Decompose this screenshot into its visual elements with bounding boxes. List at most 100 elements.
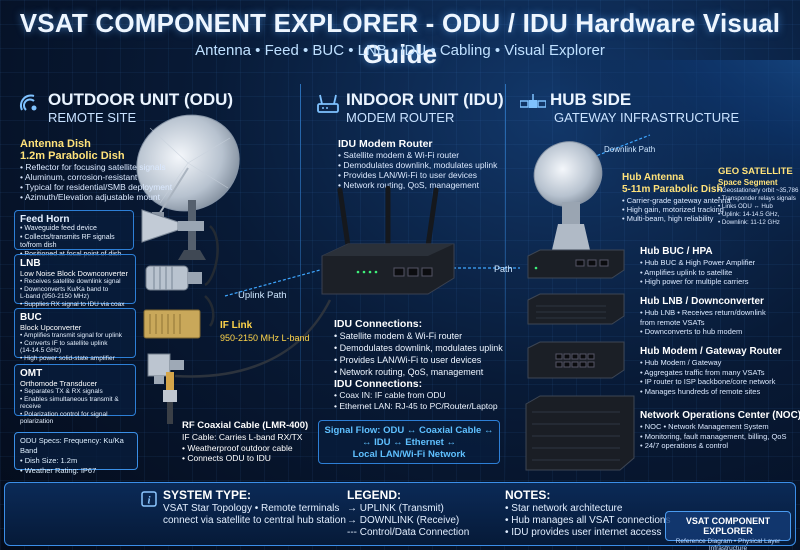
flow-line: Local LAN/Wi-Fi Network bbox=[352, 449, 466, 460]
legend-line: --- Control/Data Connection bbox=[347, 527, 470, 538]
odu-section-header: OUTDOOR UNIT (ODU) REMOTE SITE bbox=[18, 90, 233, 130]
conn-bullet: • Network routing, QoS, management bbox=[334, 367, 484, 377]
feed-title: Feed Horn bbox=[20, 214, 70, 225]
noc-title: Network Operations Center (NOC) bbox=[640, 410, 800, 421]
router-bullet: • Demodulates downlink, modulates uplink bbox=[338, 160, 498, 170]
hub-buc-bullet: • Amplifies uplink to satellite bbox=[640, 267, 733, 277]
omt-subtitle: Orthomode Transducer bbox=[20, 379, 98, 388]
dish-bullet: • Aluminum, corrosion-resistant bbox=[20, 172, 138, 182]
conn2-bullet: • Ethernet LAN: RJ-45 to PC/Router/Lapto… bbox=[334, 401, 498, 411]
hub-antenna-image bbox=[533, 141, 603, 250]
hub-buc-image bbox=[527, 249, 625, 279]
hub-lnb-title: Hub LNB / Downconverter bbox=[640, 296, 764, 307]
hub-buc-bullet: • High power for multiple carriers bbox=[640, 277, 749, 286]
buc-bullet: • Amplifies transmit signal for uplink bbox=[20, 332, 122, 339]
omt-title: OMT bbox=[20, 368, 43, 379]
coax-line: • Weatherproof outdoor cable bbox=[182, 442, 293, 453]
hub-lnb-image bbox=[527, 293, 625, 325]
spec-line: ODU Specs: Frequency: Ku/Ka Band bbox=[20, 436, 124, 455]
router-bullet: • Network routing, QoS, management bbox=[338, 180, 479, 190]
idu-connections-2-label: IDU Connections: • Coax IN: IF cable fro… bbox=[334, 378, 498, 412]
geo-bullet: • Downlink: 11-12 GHz bbox=[718, 219, 780, 226]
info-icon: i bbox=[141, 491, 157, 507]
hub-modem-bullet: • Manages hundreds of remote sites bbox=[640, 386, 761, 396]
geo-bullet: • Geostationary orbit ~35,786 km bbox=[718, 187, 800, 194]
hub-title: HUB SIDE bbox=[550, 90, 632, 109]
lnb-bullet: L-band (950-2150 MHz) bbox=[20, 293, 90, 300]
dish-title: Antenna Dish bbox=[20, 138, 91, 150]
odu-subtitle: REMOTE SITE bbox=[48, 110, 137, 125]
geo-bullet: • Uplink: 14-14.5 GHz, bbox=[718, 211, 780, 218]
idu-subtitle: MODEM ROUTER bbox=[346, 110, 455, 125]
geo-satellite-label: GEO SATELLITE Space Segment • Geostation… bbox=[718, 166, 800, 227]
geo-bullet: • Links ODU ↔ Hub bbox=[718, 203, 773, 210]
lnb-image bbox=[145, 265, 202, 291]
header: VSAT COMPONENT EXPLORER - ODU / IDU Hard… bbox=[0, 0, 800, 69]
noc-label: Network Operations Center (NOC) • NOC • … bbox=[640, 410, 800, 451]
geo-subtitle: Space Segment bbox=[718, 178, 778, 187]
system-type-section: SYSTEM TYPE: VSAT Star Topology • Remote… bbox=[163, 489, 346, 527]
omt-bullet: • Polarization control for signal bbox=[20, 410, 108, 418]
page-title: VSAT COMPONENT EXPLORER - ODU / IDU Hard… bbox=[19, 8, 781, 69]
hub-lnb-bullet: • Hub LNB • Receives return/downlink bbox=[640, 308, 766, 317]
spec-line: • Dish Size: 1.2m bbox=[20, 456, 78, 465]
lnb-box: LNB Low Noise Block Downconverter • Rece… bbox=[14, 254, 136, 308]
notes-line: • Hub manages all VSAT connections bbox=[505, 515, 671, 526]
buc-subtitle: Block Upconverter bbox=[20, 323, 82, 332]
signal-flow-box: Signal Flow: ODU ↔ Coaxial Cable ↔ ↔ IDU… bbox=[318, 420, 500, 464]
hub-antenna-title: Hub Antenna bbox=[622, 172, 684, 183]
feed-bullet: • Collects/transmits RF signals to/from … bbox=[20, 233, 115, 250]
system-title: SYSTEM TYPE: bbox=[163, 488, 252, 502]
coax-line: • Connects ODU to IDU bbox=[182, 453, 271, 463]
satellite-dish-icon bbox=[19, 94, 37, 111]
feed-bullet: • Waveguide feed device bbox=[20, 225, 97, 232]
hub-antenna-bullet: • High gain, motorized tracking bbox=[622, 205, 724, 214]
buc-bullet: • Converts IF to satellite uplink bbox=[20, 339, 108, 347]
hub-antenna-bullet: • Carrier-grade gateway antenna bbox=[622, 196, 731, 205]
noc-rack-image bbox=[525, 395, 635, 471]
footer-bar: i SYSTEM TYPE: VSAT Star Topology • Remo… bbox=[4, 482, 796, 550]
noc-bullet: • 24/7 operations & control bbox=[640, 441, 729, 450]
legend-line: → UPLINK (Transmit) bbox=[347, 503, 444, 514]
idu-title: INDOOR UNIT (IDU) bbox=[346, 90, 504, 109]
legend-line: → DOWNLINK (Receive) bbox=[347, 515, 460, 526]
legend-title: LEGEND: bbox=[347, 488, 401, 502]
idu-router-image bbox=[321, 186, 455, 295]
omt-image bbox=[147, 353, 184, 384]
coax-title: RF Coaxial Cable (LMR-400) bbox=[182, 420, 309, 431]
column-divider bbox=[505, 84, 506, 479]
geo-title: GEO SATELLITE bbox=[718, 166, 793, 177]
conn-bullet: • Demodulates downlink, modulates uplink bbox=[334, 343, 503, 353]
satellite-icon bbox=[520, 94, 546, 108]
if-link-subtitle: 950-2150 MHz L-band bbox=[220, 333, 310, 343]
omt-bullet: • Separates TX & RX signals bbox=[20, 388, 103, 395]
brand-title: VSAT COMPONENT EXPLORER bbox=[685, 516, 771, 536]
lnb-bullet: • Receives satellite downlink signal bbox=[20, 278, 121, 285]
idu-connections-label: IDU Connections: • Satellite modem & Wi-… bbox=[334, 318, 503, 378]
if-link-label: IF Link 950-2150 MHz L-band bbox=[220, 320, 310, 344]
lnb-title: LNB bbox=[20, 258, 41, 269]
router-title: IDU Modem Router bbox=[338, 138, 433, 150]
buc-bullet: (14-14.5 GHz) bbox=[20, 347, 62, 354]
hub-modem-label: Hub Modem / Gateway Router • Hub Modem /… bbox=[640, 346, 782, 396]
odu-specs-box: ODU Specs: Frequency: Ku/Ka Band • Dish … bbox=[14, 432, 138, 475]
router-bullet: • Satellite modem & Wi-Fi router bbox=[338, 150, 460, 160]
system-line: VSAT Star Topology • Remote terminals bbox=[163, 503, 340, 514]
earth-horizon bbox=[560, 60, 800, 250]
coax-connector-image bbox=[163, 372, 177, 424]
dish-subtitle: 1.2m Parabolic Dish bbox=[20, 150, 125, 162]
downlink-path-label: Downlink Path bbox=[604, 145, 656, 154]
flow-line: ↔ IDU ↔ Ethernet ↔ bbox=[362, 437, 456, 448]
idu-section-header: INDOOR UNIT (IDU) MODEM ROUTER bbox=[316, 90, 504, 130]
notes-line: • IDU provides user internet access bbox=[505, 527, 662, 538]
system-line: connect via satellite to central hub sta… bbox=[163, 515, 346, 526]
hub-modem-image bbox=[527, 341, 625, 379]
hub-buc-label: Hub BUC / HPA • Hub BUC & High Power Amp… bbox=[640, 246, 755, 287]
router-icon bbox=[317, 94, 339, 113]
geo-bullet: • Transponder relays signals bbox=[718, 195, 796, 202]
hub-section-header: HUB SIDE GATEWAY INFRASTRUCTURE bbox=[520, 90, 760, 130]
hub-buc-bullet: • Hub BUC & High Power Amplifier bbox=[640, 258, 756, 267]
brand-badge: VSAT COMPONENT EXPLORER Reference Diagra… bbox=[665, 511, 791, 550]
odu-title: OUTDOOR UNIT (ODU) bbox=[48, 90, 234, 109]
hub-lnb-bullet: from remote VSATs bbox=[640, 317, 705, 327]
